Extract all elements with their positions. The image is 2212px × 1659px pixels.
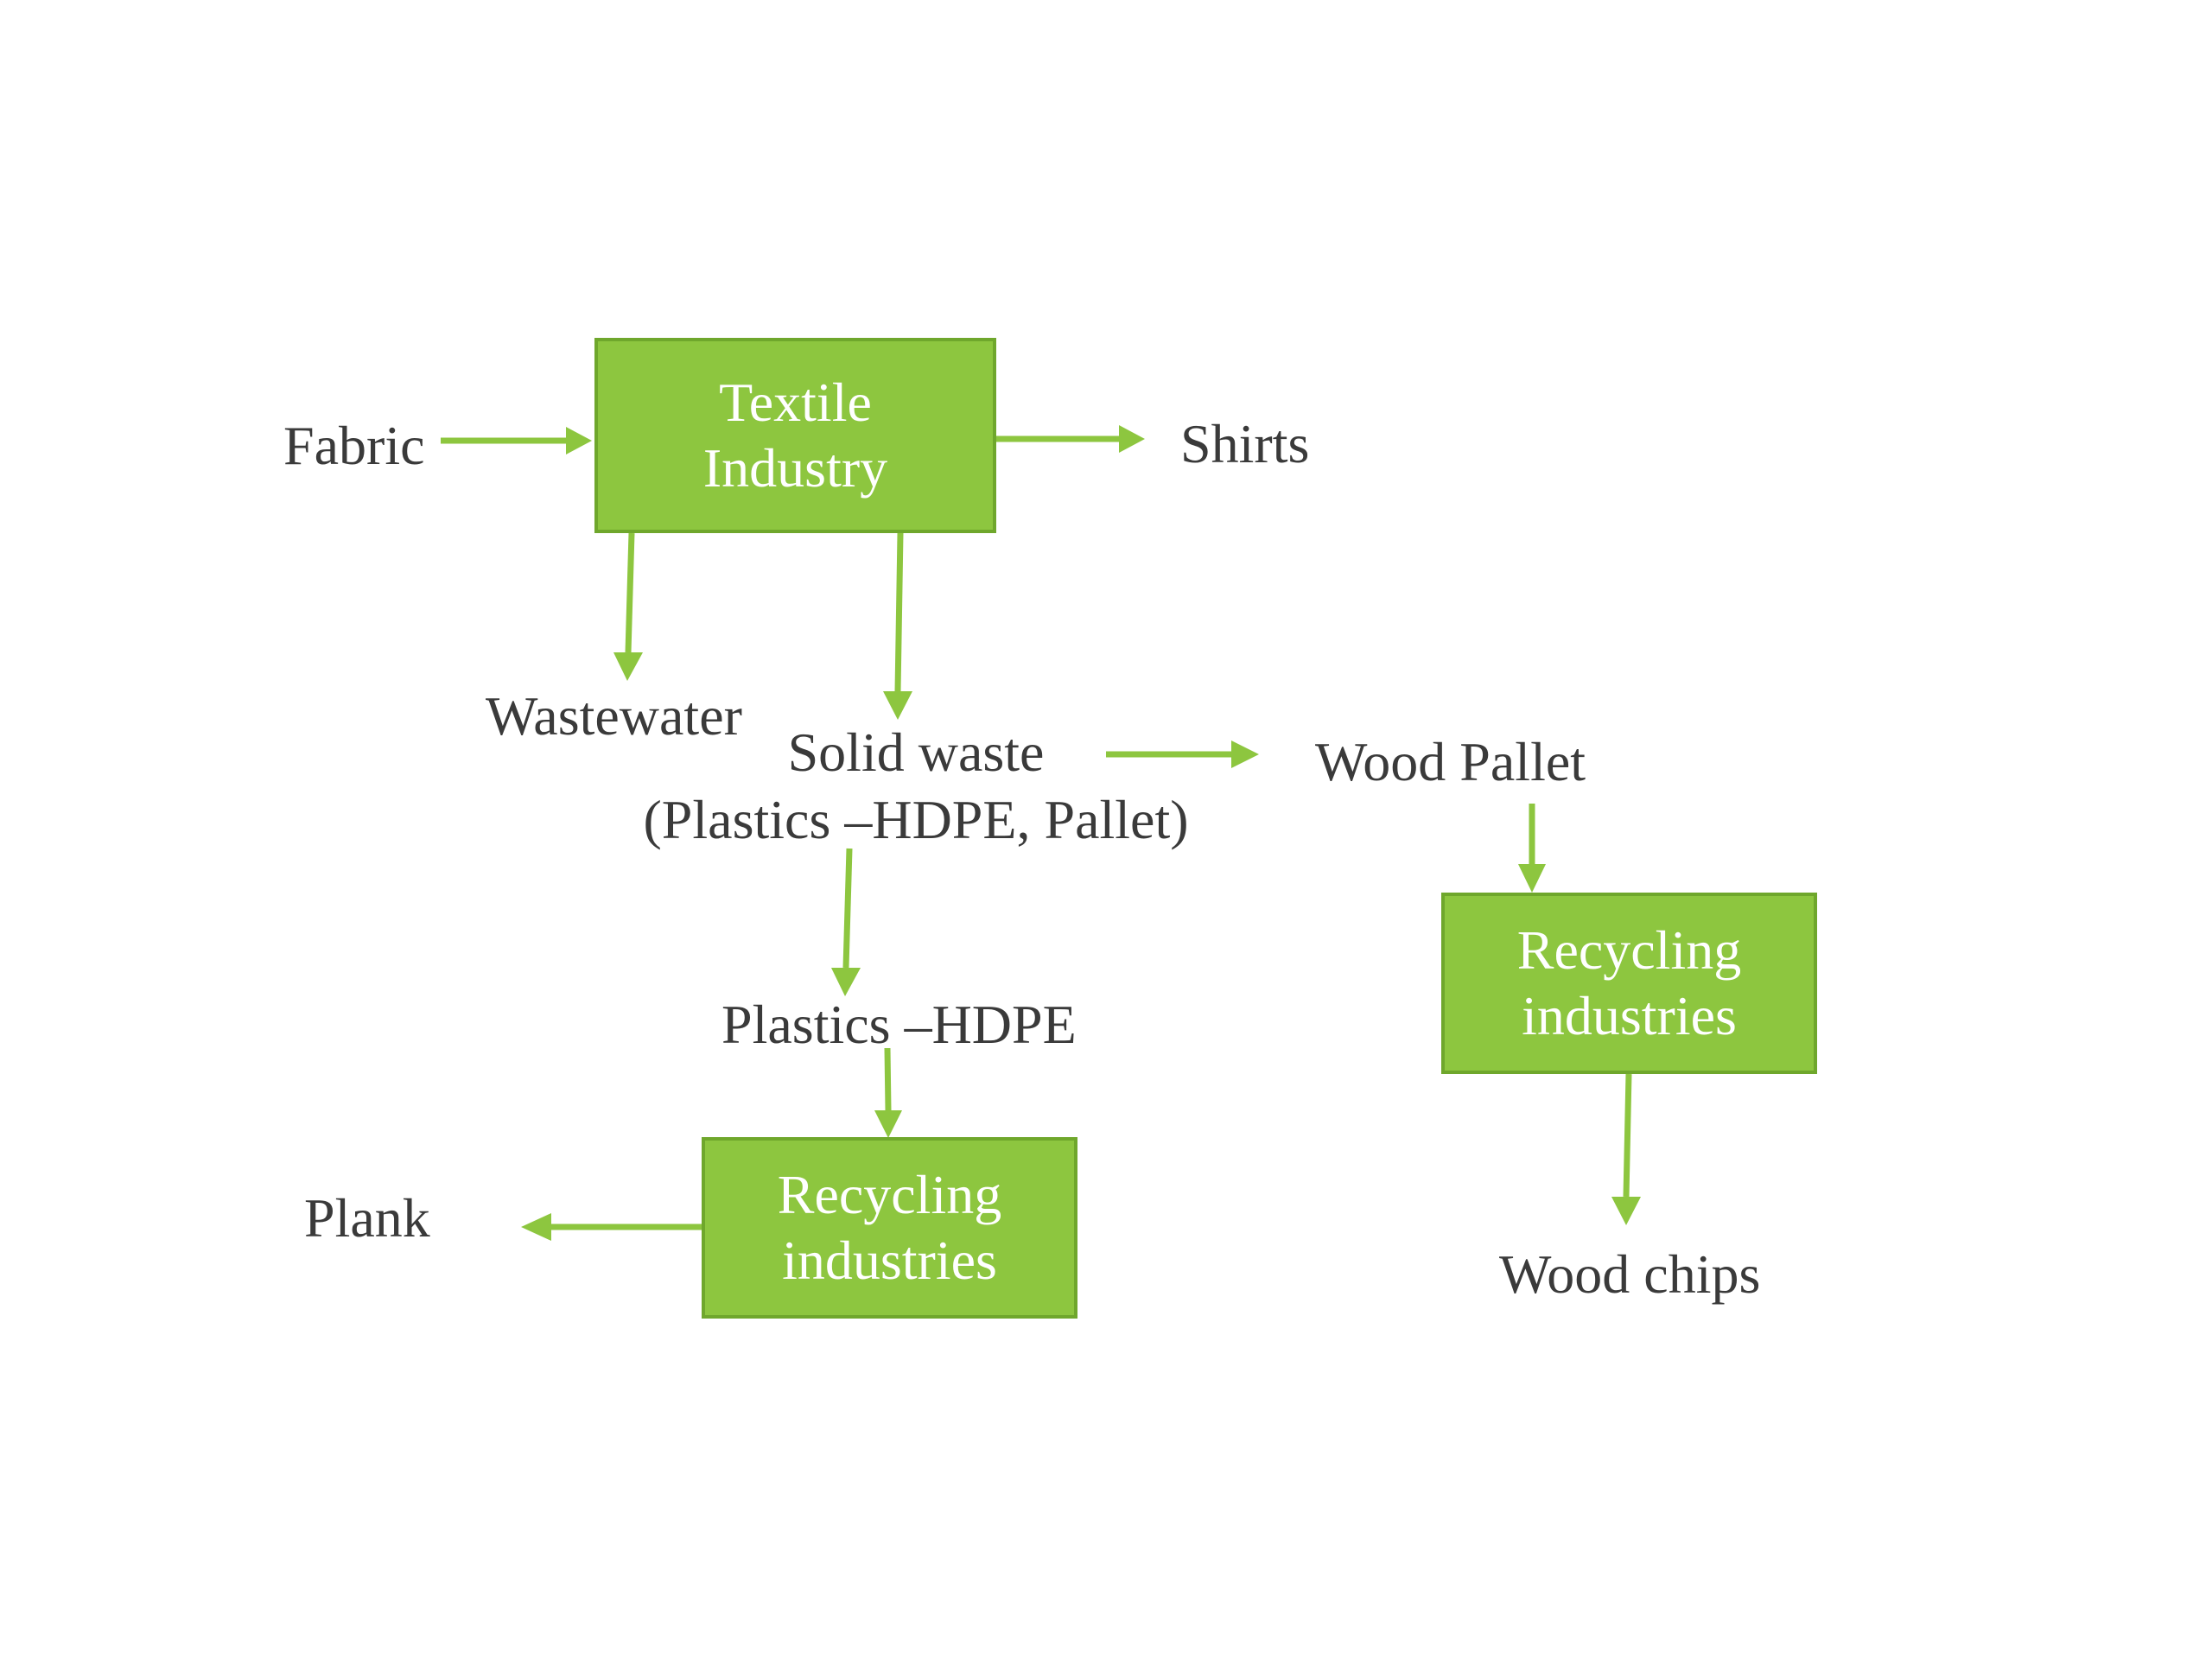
solid-waste-line-2: (Plastics –HDPE, Pallet) [643,789,1189,851]
solid-waste-label: Solid waste (Plastics –HDPE, Pallet) [643,719,1188,854]
recycling-right-line-2: industries [1522,985,1737,1046]
plank-label: Plank [304,1187,430,1249]
recycling-industries-box-right: Recycling industries [1441,893,1817,1074]
recycling-industries-box-bottom: Recycling industries [702,1137,1077,1319]
fabric-label: Fabric [283,415,425,476]
arrow-textile-to-wastewater [613,532,643,681]
arrow-recycling-to-plank [521,1213,702,1241]
plastics-hdpe-label: Plastics –HDPE [721,994,1077,1055]
wood-pallet-label: Wood Pallet [1315,731,1586,792]
shirts-label: Shirts [1180,413,1310,474]
solid-waste-line-1: Solid waste [787,721,1045,783]
recycling-bottom-line-1: Recycling [777,1164,1002,1226]
textile-industry-line-2: Industry [702,437,888,499]
arrow-wood-pallet-to-recycling [1518,804,1546,893]
arrow-plastics-to-recycling [874,1047,902,1138]
textile-industry-line-1: Textile [719,372,872,434]
arrow-solid-waste-to-plastics [831,848,861,996]
arrow-fabric-to-textile [441,427,592,454]
arrow-textile-to-shirts [994,425,1145,453]
wastewater-label: Wastewater [486,685,742,747]
recycling-bottom-line-2: industries [782,1230,997,1291]
arrow-recycling-to-wood-chips [1611,1073,1641,1225]
recycling-right-line-1: Recycling [1516,919,1742,982]
wood-chips-label: Wood chips [1499,1243,1761,1305]
arrow-textile-to-solid-waste [883,532,912,720]
textile-industry-box: Textile Industry [594,338,996,533]
arrow-solid-waste-to-wood-pallet [1106,741,1259,768]
